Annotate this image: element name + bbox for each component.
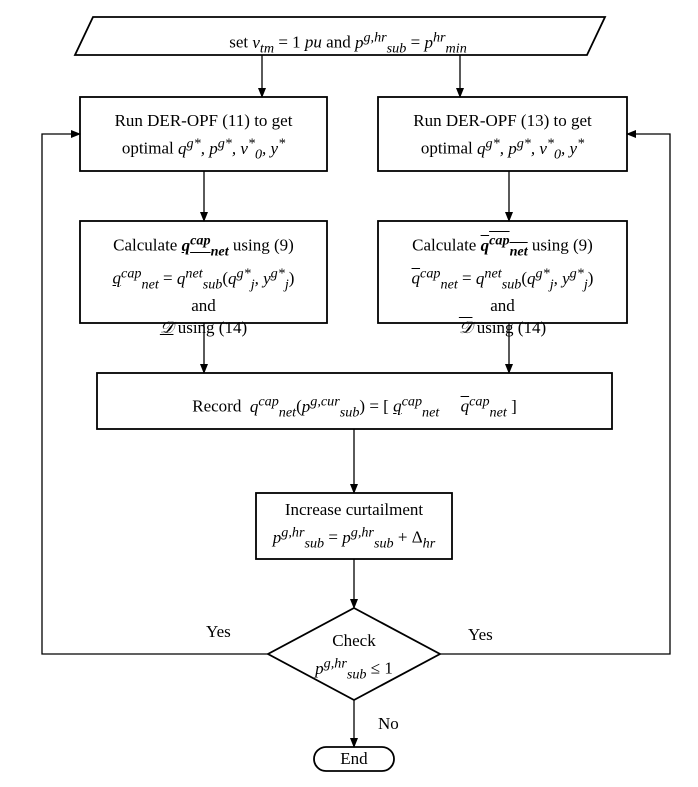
end-label: End — [340, 749, 368, 768]
left-calc-and: and — [191, 296, 216, 316]
record-text: Record qcapnet(pg,cursub) = [ qcapnet qc… — [192, 393, 517, 421]
right-run-output: optimal qg*, pg*, v*0, y* — [420, 135, 585, 163]
loop-right-yes — [440, 130, 671, 655]
right-calc-formula: qcapnet = qnetsub(qg*j, yg*j) — [411, 265, 594, 293]
no-label: No — [378, 714, 399, 733]
right-run-title: Run DER-OPF (13) to get — [413, 111, 592, 130]
increase-title: Increase curtailment — [284, 500, 424, 519]
loop-left-yes — [41, 130, 268, 655]
left-run-output: optimal qg*, pg*, v*0, y* — [121, 135, 286, 163]
check-text: Check pg,hrsub ≤ 1 — [294, 630, 414, 685]
right-calc-d: 𝒟 using (14) — [458, 318, 547, 338]
right-run-text: Run DER-OPF (13) to get optimal qg*, pg*… — [378, 110, 627, 165]
left-calc-text: Calculate qcapnet using (9) qcapnet = qn… — [80, 229, 327, 339]
start-label: set vtm = 1 pu and pg,hrsub = phrmin — [229, 29, 467, 57]
start-parallelogram — [73, 16, 607, 56]
check-condition: pg,hrsub ≤ 1 — [315, 655, 393, 683]
check-title: Check — [332, 631, 376, 650]
increase-text: Increase curtailment pg,hrsub = pg,hrsub… — [256, 499, 452, 554]
left-calc-title: Calculate qcapnet using (9) — [113, 232, 294, 260]
yes-left-label: Yes — [206, 622, 231, 641]
left-run-title: Run DER-OPF (11) to get — [114, 111, 293, 130]
right-calc-box — [377, 220, 628, 324]
right-calc-and: and — [490, 296, 515, 316]
yes-right-label: Yes — [468, 625, 493, 644]
increase-formula: pg,hrsub = pg,hrsub + Δhr — [272, 524, 436, 552]
right-calc-title: Calculate qcapnet using (9) — [412, 232, 593, 260]
left-run-text: Run DER-OPF (11) to get optimal qg*, pg*… — [80, 110, 327, 165]
left-calc-d: 𝒟 using (14) — [159, 318, 248, 338]
right-calc-text: Calculate qcapnet using (9) qcapnet = qn… — [378, 229, 627, 339]
left-calc-formula: qcapnet = qnetsub(qg*j, yg*j) — [112, 265, 295, 293]
